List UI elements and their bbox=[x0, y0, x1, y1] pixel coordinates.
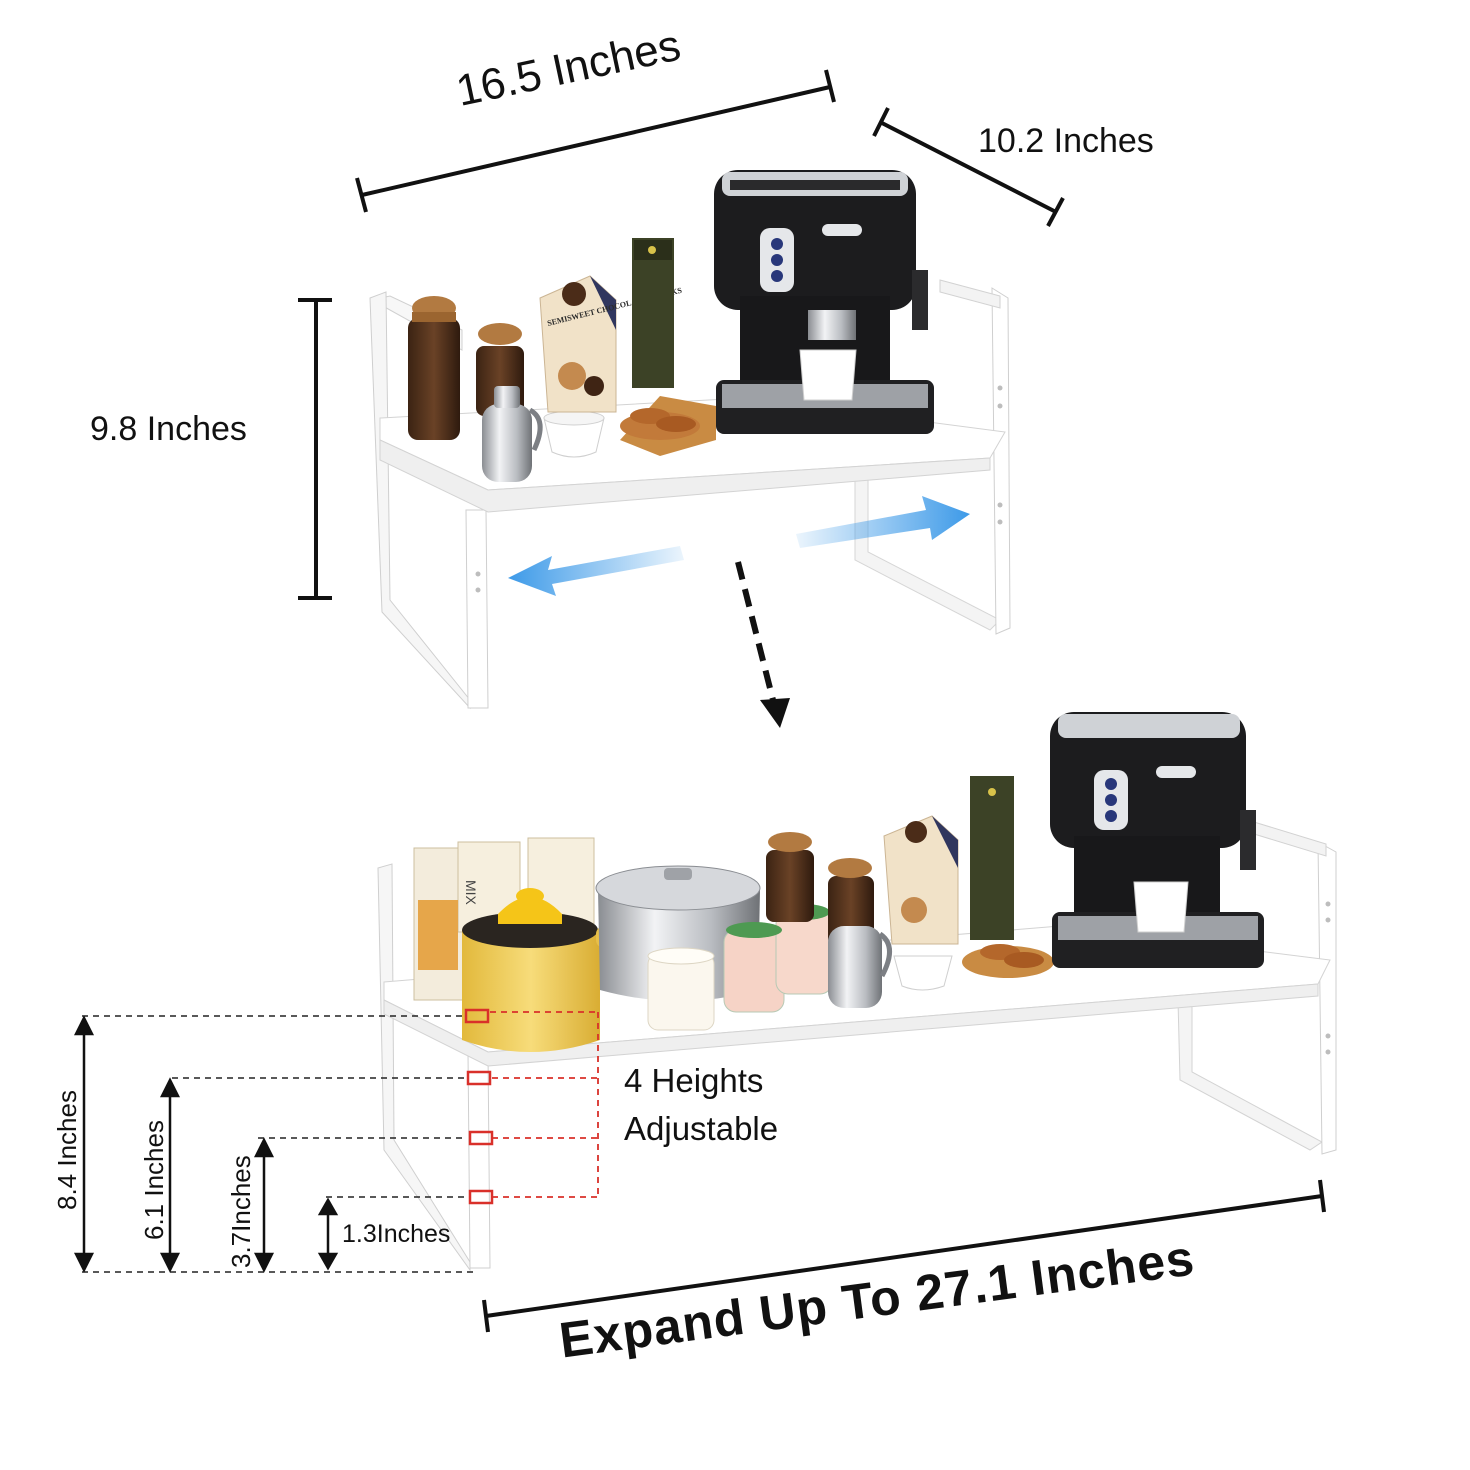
steel-kettle bbox=[482, 386, 543, 482]
teacup-bottom bbox=[893, 955, 953, 991]
teacup bbox=[543, 410, 605, 458]
adjustable-heading-line2: Adjustable bbox=[624, 1110, 779, 1147]
expand-arrow-left bbox=[508, 546, 684, 596]
height-option-6-1: 6.1 Inches bbox=[139, 1120, 169, 1240]
mix-box-tall bbox=[632, 238, 674, 388]
height-guides bbox=[82, 1015, 476, 1273]
adjustable-heading-line1: 4 Heights bbox=[624, 1062, 764, 1099]
coffee-jar-large bbox=[408, 296, 460, 440]
expand-dimension-line bbox=[482, 1179, 1326, 1333]
depth-label: 10.2 Inches bbox=[978, 122, 1154, 160]
height-dimension-line bbox=[298, 298, 332, 600]
height-option-3-7: 3.7Inches bbox=[226, 1155, 256, 1268]
white-bowls bbox=[647, 947, 715, 1031]
height-option-8-4: 8.4 Inches bbox=[52, 1090, 82, 1210]
height-arrows bbox=[73, 1015, 339, 1273]
compact-shelf bbox=[369, 279, 1011, 710]
macarons-plate bbox=[620, 396, 716, 456]
steel-stock-pot bbox=[595, 865, 761, 1001]
mix-box-tall-bottom bbox=[970, 776, 1014, 940]
steel-kettle-bottom bbox=[828, 926, 892, 1008]
height-label: 9.8 Inches bbox=[90, 410, 247, 448]
adjustment-holes bbox=[464, 1008, 494, 1205]
espresso-machine-top bbox=[714, 170, 934, 434]
yellow-pot bbox=[462, 888, 630, 1052]
height-guides-red bbox=[490, 1011, 599, 1198]
width-dimension-line bbox=[355, 69, 836, 213]
mix-box-text: MIX bbox=[463, 880, 479, 906]
height-option-1-3: 1.3Inches bbox=[342, 1220, 451, 1248]
transition-arrow-down bbox=[735, 561, 790, 728]
chocolate-chunks-box-bottom bbox=[883, 815, 959, 945]
espresso-machine-bottom bbox=[1050, 712, 1264, 968]
depth-dimension-line bbox=[872, 107, 1065, 227]
expand-arrow-right bbox=[796, 496, 970, 548]
macarons-plate-bottom bbox=[962, 944, 1054, 978]
